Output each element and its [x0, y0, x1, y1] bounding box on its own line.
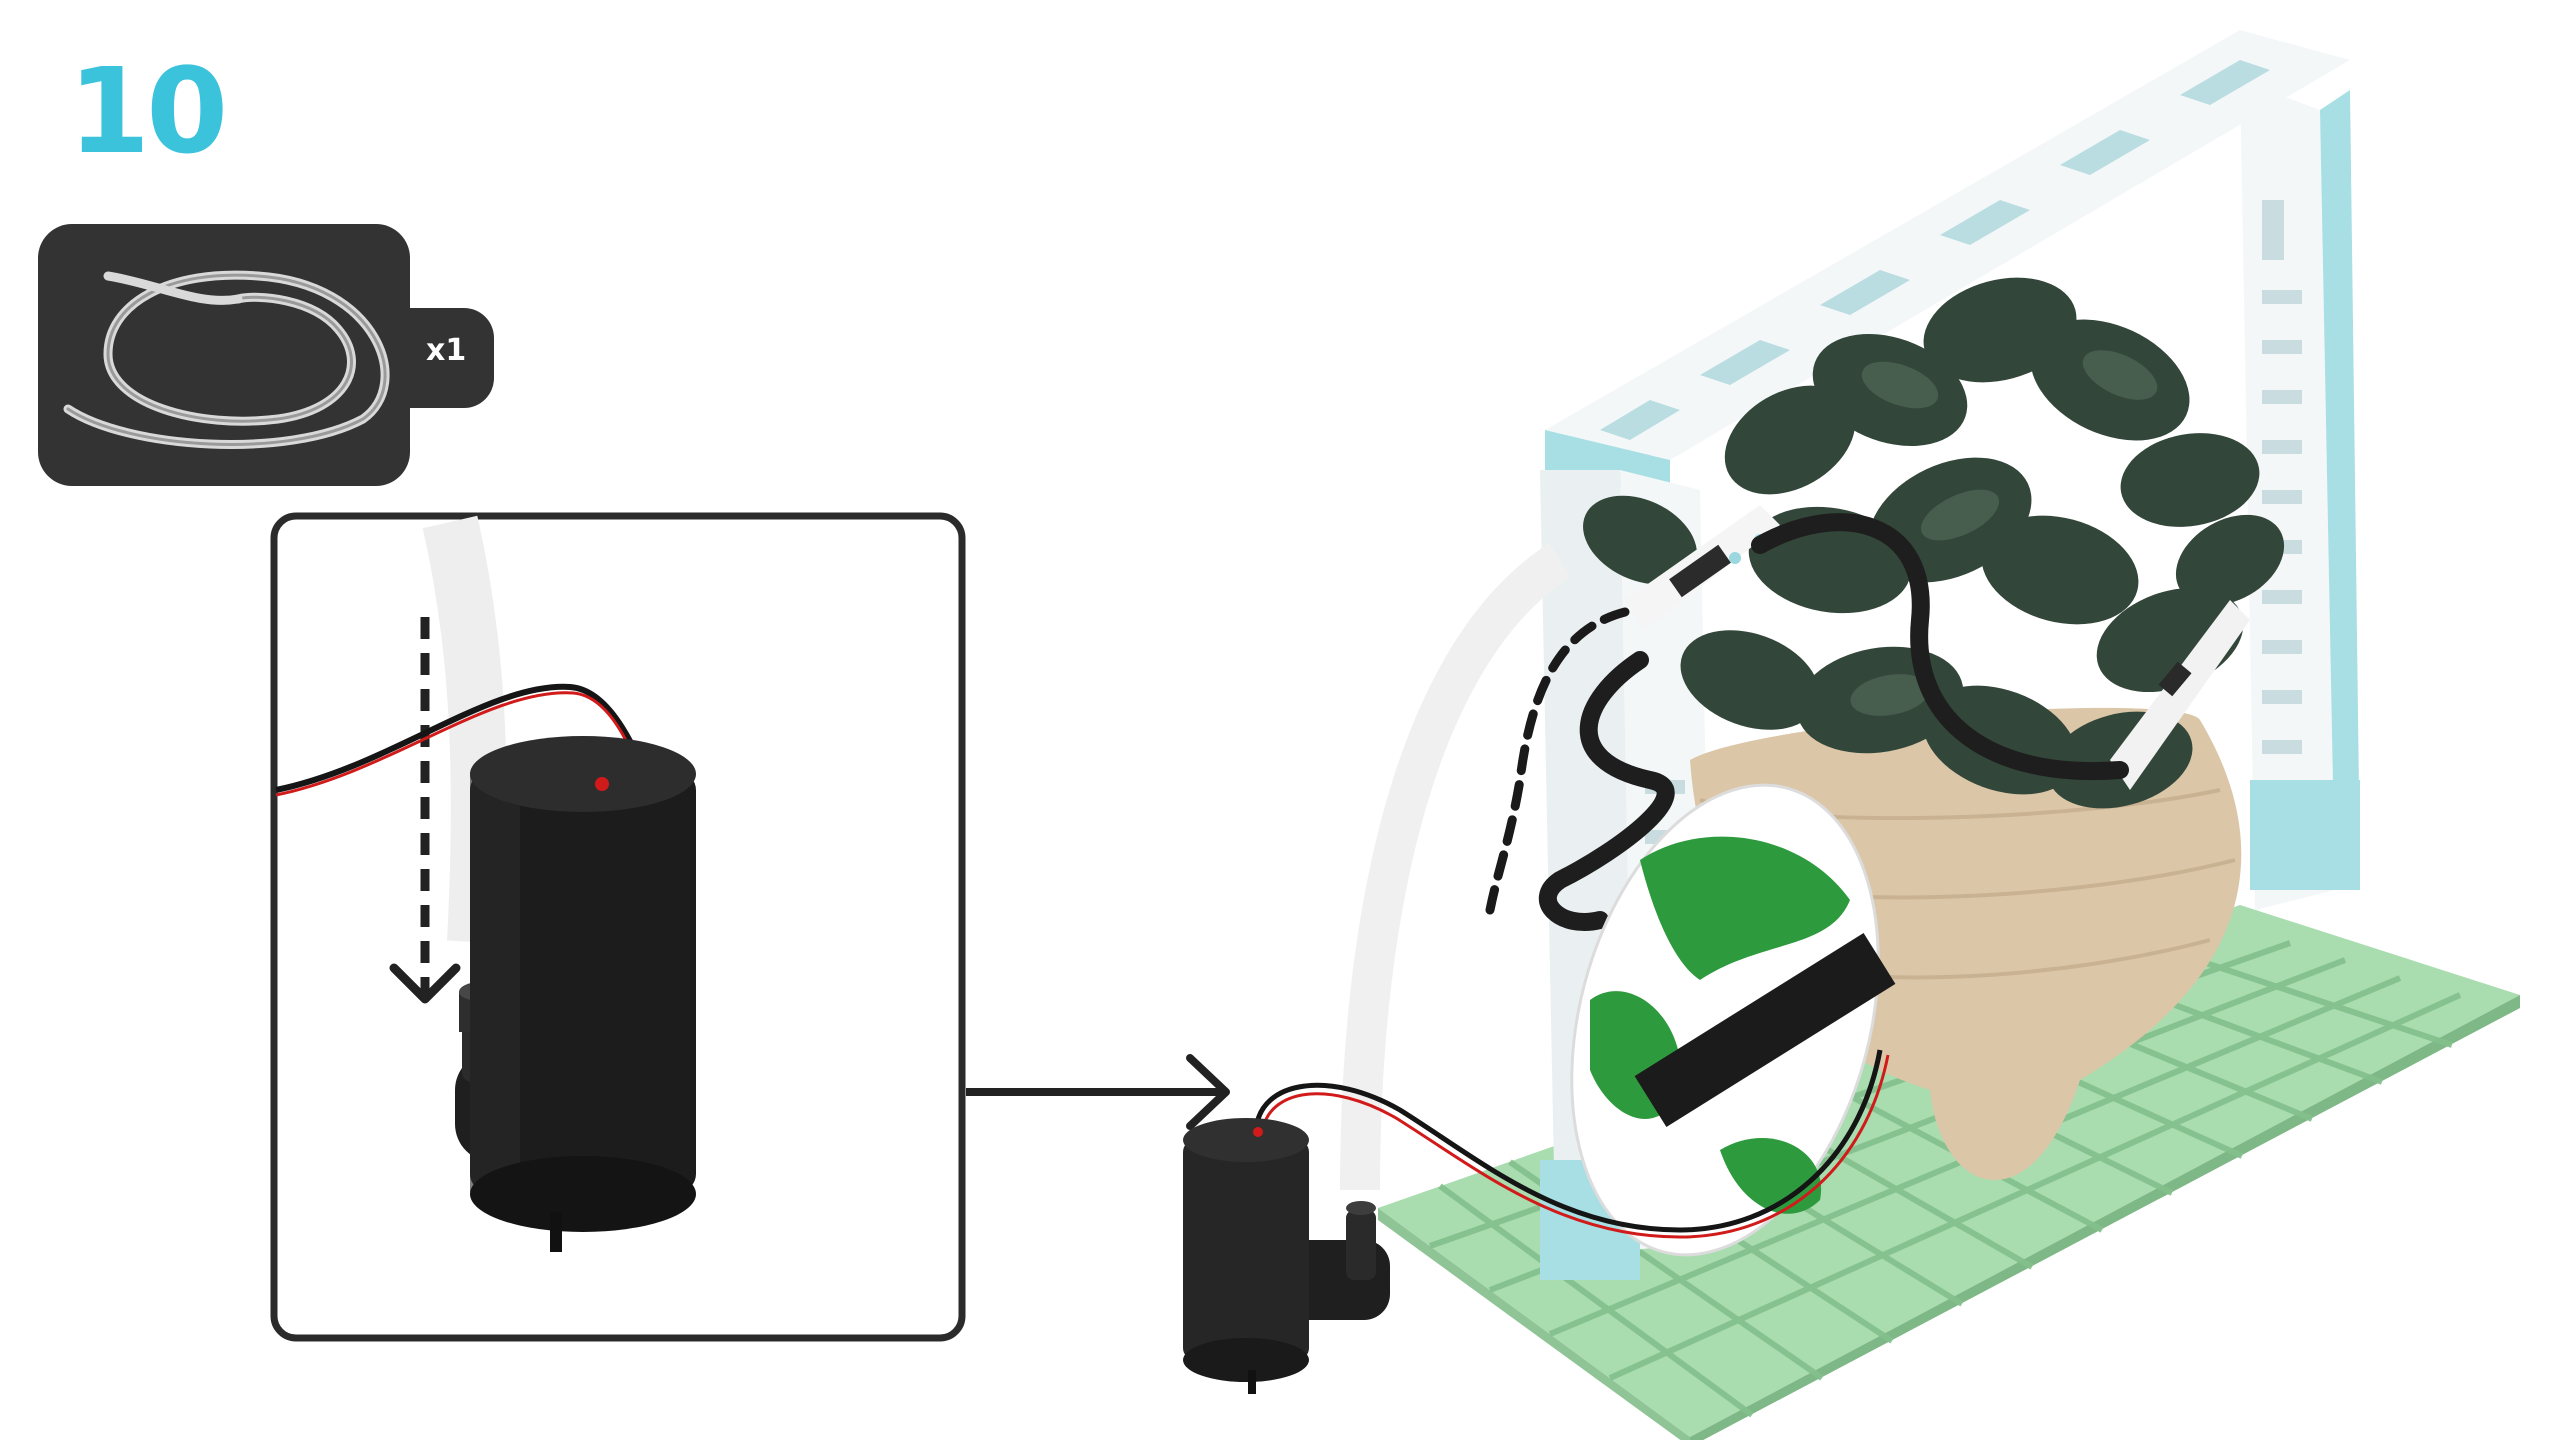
- ghost-tube-arc: [1360, 560, 1560, 1190]
- inset-to-pump-arrow: [966, 1058, 1226, 1126]
